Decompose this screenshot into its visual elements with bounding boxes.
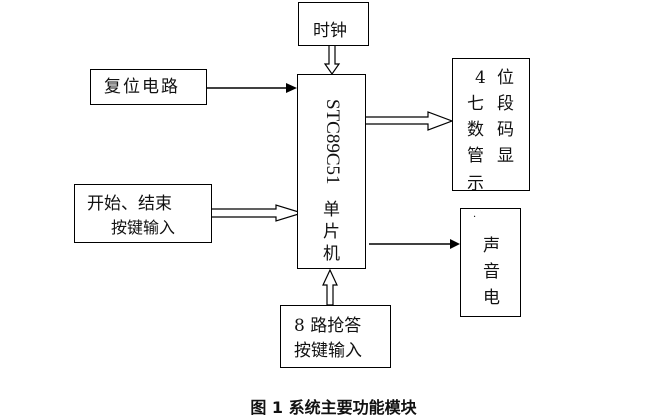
display-col2-2: 段 — [497, 94, 514, 114]
display-col2-4: 显 — [497, 146, 514, 166]
start-end-block: 开始、结束 按键输入 — [74, 184, 212, 243]
display-col1-1: 4 — [475, 68, 486, 88]
display-col1-2: 七 — [467, 94, 484, 114]
display-col1-4: 管 — [467, 146, 484, 166]
display-block: 4 七 数 管 示 位 段 码 显 — [452, 58, 530, 191]
reset-to-mcu-arrowhead — [286, 83, 297, 93]
clock-block: 时钟 — [298, 2, 369, 46]
sound-char-3: 电 — [483, 288, 500, 308]
clock-label: 时钟 — [313, 21, 347, 41]
start-to-mcu-arrow — [210, 204, 305, 222]
mcu-label-cn-1: 单 — [323, 200, 340, 220]
sound-block: · 声 音 电 — [460, 208, 521, 317]
clock-to-mcu-arrow — [323, 44, 341, 76]
buzzer-input-line2: 按键输入 — [294, 341, 362, 361]
mcu-label-cn-2: 片 — [323, 222, 340, 242]
mcu-label-latin: STC89C51 — [322, 99, 343, 185]
sound-dot: · — [473, 212, 477, 223]
mcu-to-sound-arrowhead — [450, 239, 460, 249]
mcu-to-display-arrow — [364, 111, 454, 131]
start-end-line2: 按键输入 — [111, 218, 176, 237]
figure-caption: 图 1 系统主要功能模块 — [250, 398, 417, 417]
reset-block: 复位电路 — [90, 69, 207, 105]
start-end-line1: 开始、结束 — [87, 194, 172, 214]
display-col2-1: 位 — [497, 68, 514, 88]
buzzer-input-block: 8 路抢答 按键输入 — [280, 305, 391, 368]
buzzer-to-mcu-arrow — [322, 268, 338, 306]
reset-label: 复位电路 — [104, 77, 180, 97]
display-col1-5: 示 — [467, 174, 484, 191]
mcu-block: STC89C51 单 片 机 — [297, 74, 366, 269]
buzzer-input-line1: 8 路抢答 — [294, 316, 362, 336]
sound-char-1: 声 — [483, 236, 500, 256]
mcu-label-cn-3: 机 — [323, 244, 340, 264]
sound-char-2: 音 — [483, 262, 500, 282]
display-col2-3: 码 — [497, 120, 514, 140]
display-col1-3: 数 — [467, 120, 484, 140]
